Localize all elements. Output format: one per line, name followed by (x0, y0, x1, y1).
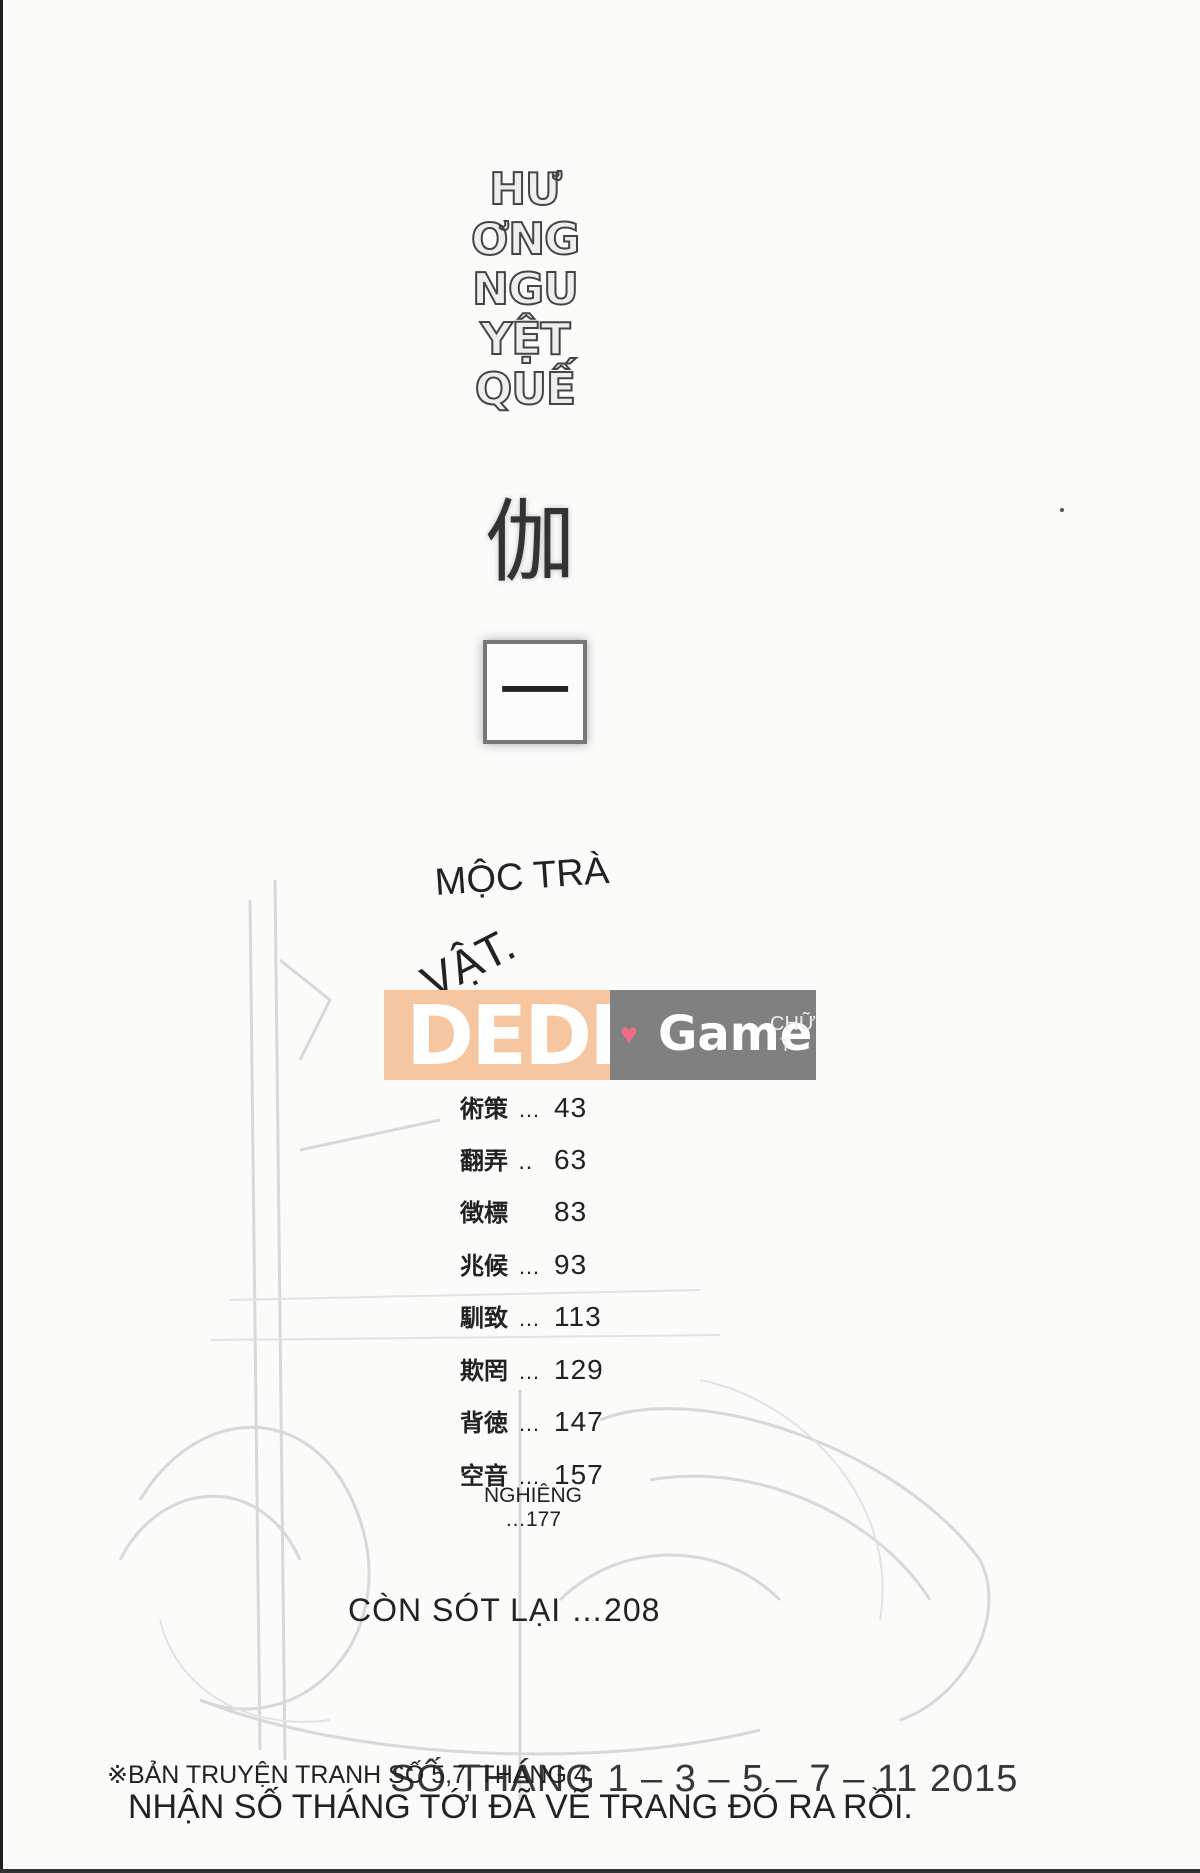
series-title: HƯ ƠNG NGU YỆT QUẾ (440, 164, 610, 416)
footer-line-2: NHẬN SỐ THÁNG TỚI ĐÃ VẼ TRANG ĐÓ RA RỒI. (128, 1788, 913, 1826)
watermark-logo-left: DEDE (384, 990, 610, 1080)
volume-number: 一 (498, 650, 571, 734)
toc-chapter-name: 翻弄 (460, 1147, 508, 1175)
watermark-t-text: T (780, 1035, 791, 1055)
toc-entry: 空音 … 157 (460, 1455, 604, 1495)
toc-dots: … (518, 1097, 540, 1122)
toc-chapter-name: 術策 (460, 1095, 508, 1123)
print-speck (1060, 508, 1064, 512)
toc-entry: 馴致 … 113 (460, 1297, 602, 1337)
toc-dots: … (518, 1411, 540, 1436)
series-title-line: ƠNG (470, 214, 581, 266)
toc-chapter-name: NGHIÊNG (483, 1484, 582, 1507)
watermark-banner: DEDE ♥ Game CHỮ T (384, 990, 816, 1080)
toc-chapter-name: 欺罔 (460, 1357, 508, 1385)
toc-entry: 翻弄 ‥ 63 (460, 1140, 587, 1180)
series-title-line: YỆT (480, 314, 572, 366)
toc-entry: 術策 … 43 (460, 1088, 587, 1128)
toc-entry-con-sot: CÒN SÓT LẠI …208 (348, 1592, 661, 1628)
toc-page-number: 63 (554, 1144, 588, 1175)
toc-dots: … (518, 1254, 540, 1279)
volume-number-box: 一 (483, 640, 587, 744)
footer-note: ※BẢN TRUYỆN TRANH SỐ 5,7, THÁNG 4 (107, 1761, 588, 1789)
toc-page-number: 129 (554, 1354, 604, 1385)
footer-dates: SỐ THÁNG 1 – 3 – 5 – 7 – 11 2015 (390, 1758, 1019, 1800)
toc-page-number: 83 (554, 1196, 588, 1227)
toc-entry: 兆候 … 93 (460, 1245, 587, 1285)
watermark-logo-right: ♥ Game CHỮ T (610, 990, 816, 1080)
toc-dots: ‥ (518, 1149, 533, 1174)
toc-entry: 背徳 … 147 (460, 1402, 604, 1442)
toc-page-number: 147 (554, 1406, 604, 1437)
toc-page-number: …177 (504, 1508, 562, 1531)
toc-chapter-name: 馴致 (460, 1304, 508, 1332)
toc-entry-nghieng: NGHIÊNG …177 (478, 1484, 588, 1532)
toc-entry: 徴標 83 (460, 1192, 587, 1232)
volume-kanji: 伽 (485, 490, 575, 595)
series-title-line: HƯ (488, 164, 563, 216)
toc-entry: 欺罔 … 129 (460, 1350, 604, 1390)
toc-page-number: 157 (554, 1459, 604, 1490)
toc-dots: … (518, 1464, 540, 1489)
toc-page-number: 43 (554, 1092, 588, 1123)
toc-dots: … (518, 1359, 540, 1384)
toc-chapter-name: 兆候 (460, 1252, 508, 1280)
series-title-line: QUẾ (474, 364, 577, 416)
page-edge-bottom (0, 1869, 1200, 1873)
page-edge-left (0, 0, 3, 1873)
toc-chapter-name: 空音 (460, 1462, 508, 1490)
toc-page-number: 113 (554, 1301, 602, 1332)
toc-chapter-name: 背徳 (460, 1409, 508, 1437)
watermark-game-text: Game (658, 1006, 813, 1062)
heart-icon: ♥ (620, 1018, 638, 1051)
toc-dots: … (518, 1306, 540, 1331)
watermark-dede-text: DEDE (406, 990, 610, 1081)
toc-page-number: 93 (554, 1249, 588, 1280)
toc-chapter-name: 徴標 (460, 1199, 508, 1227)
series-title-line: NGU (471, 264, 580, 316)
watermark-chu-text: CHỮ (770, 1013, 816, 1035)
